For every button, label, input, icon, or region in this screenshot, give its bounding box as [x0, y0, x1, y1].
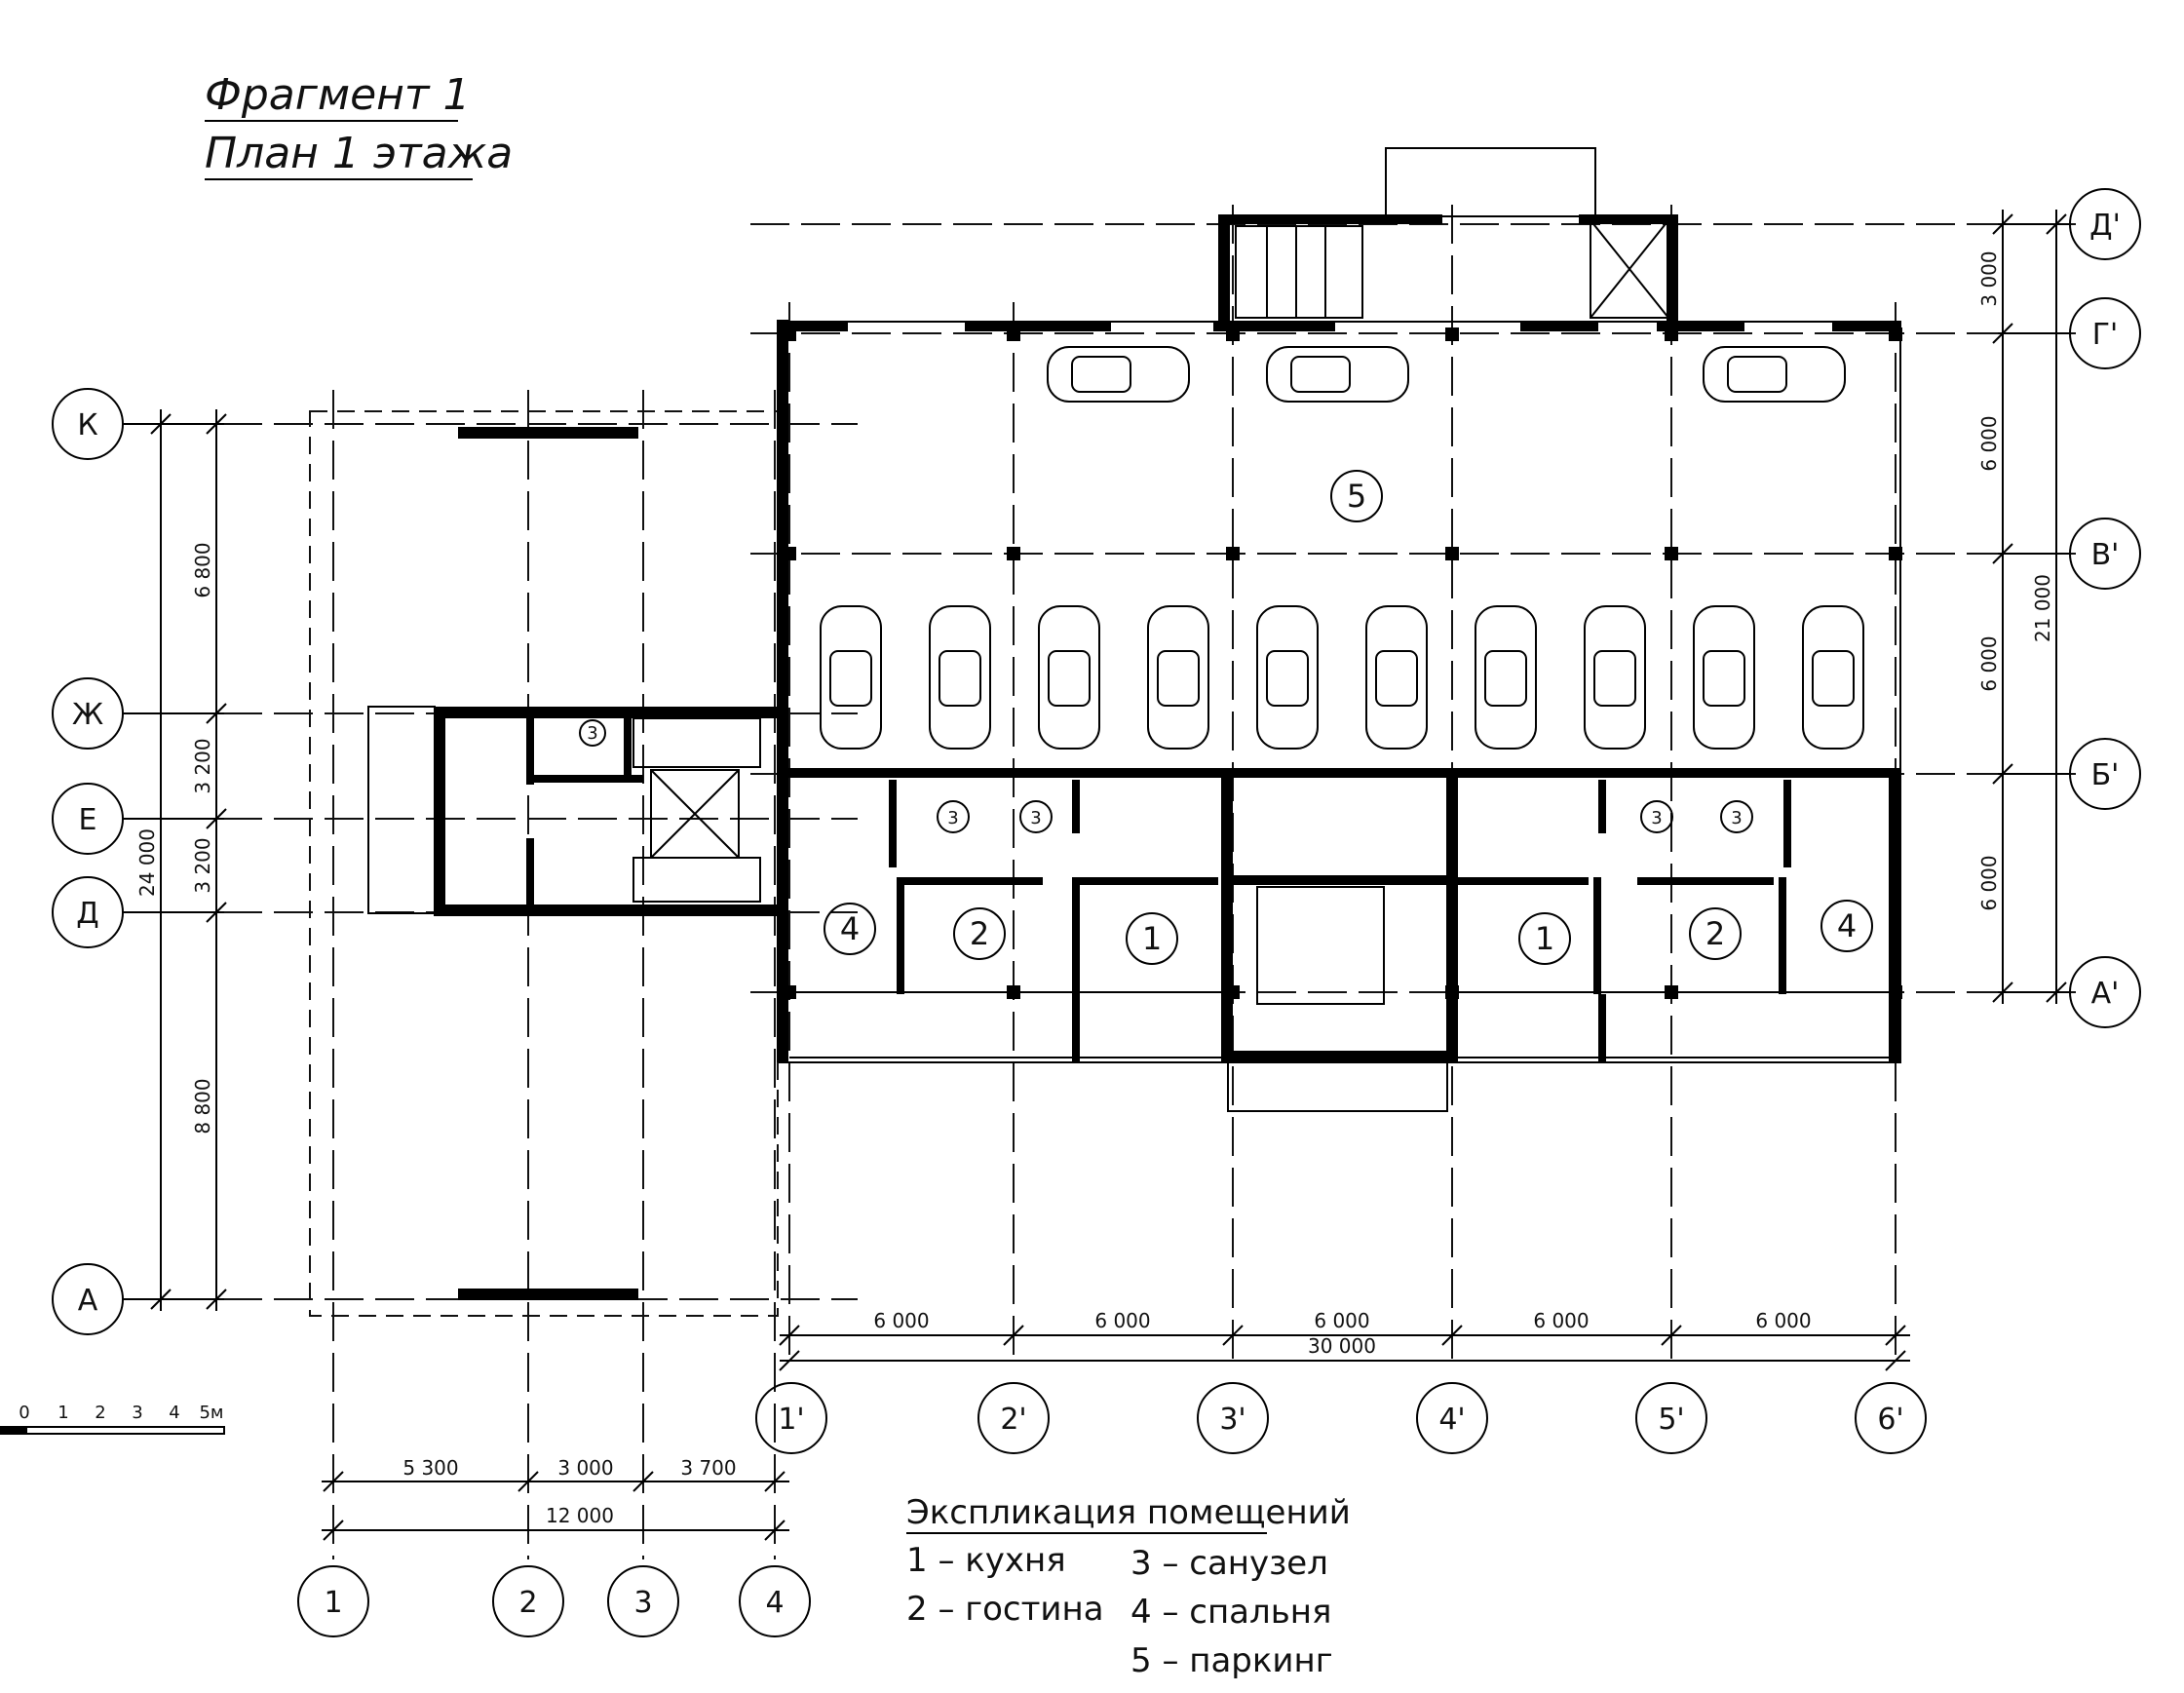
dim-right-4: 6 000 — [1977, 855, 2001, 910]
scale-bar: 0 1 2 3 4 5м — [0, 1403, 225, 1435]
room-legend: Экспликация помещений 1 – кухня 2 – гост… — [906, 1493, 1351, 1680]
room-number-sanitary: 3 — [587, 723, 597, 744]
axis-label-1-prime: 1' — [778, 1403, 804, 1437]
car-icon — [1584, 605, 1646, 750]
axis-label-6-prime: 6' — [1877, 1403, 1903, 1437]
axis-label-G-prime: Г' — [2092, 318, 2119, 352]
left-stair-block — [367, 706, 780, 916]
scale-label-1: 1 — [57, 1403, 68, 1423]
right-building-walls — [777, 147, 1901, 1112]
room-number-right-living: 2 — [1705, 915, 1725, 952]
dim-bottom-span-3: 6 000 — [1314, 1309, 1369, 1332]
dim-bottom-span-4: 6 000 — [1533, 1309, 1589, 1332]
axis-label-1: 1 — [324, 1586, 342, 1620]
room-number-parking: 5 — [1347, 478, 1366, 515]
axis-label-A: А — [78, 1284, 98, 1318]
car-icon — [1047, 346, 1190, 403]
dim-bottom-span-5: 6 000 — [1755, 1309, 1811, 1332]
legend-item-parking: 5 – паркинг — [1130, 1641, 1333, 1680]
room-number-right-bedroom: 4 — [1837, 907, 1857, 944]
right-axis-bubbles: Д' Г' В' Б' А' 3 000 6 000 6 000 6 000 2… — [1977, 188, 2141, 1028]
title-line-1: Фрагмент 1 — [205, 70, 471, 120]
scale-label-2: 2 — [95, 1403, 105, 1423]
car-icon — [1038, 605, 1100, 750]
room-number-sanitary: 3 — [1651, 808, 1662, 828]
scale-label-3: 3 — [132, 1403, 142, 1423]
legend-item-kitchen: 1 – кухня — [906, 1541, 1066, 1580]
dim-right-1: 3 000 — [1977, 250, 2001, 306]
axis-label-V-prime: В' — [2091, 538, 2120, 572]
legend-item-living: 2 – гостина — [906, 1590, 1104, 1629]
car-icon — [1693, 605, 1755, 750]
dim-left-4: 8 800 — [191, 1078, 214, 1134]
dim-left-1: 6 800 — [191, 542, 214, 597]
bottom-left-dimensions: 5 300 3 000 3 700 12 000 1 2 3 4 — [297, 1456, 811, 1637]
axis-label-B-prime: Б' — [2091, 758, 2120, 792]
dim-left-total: 24 000 — [135, 828, 159, 897]
dim-left-span-1: 5 300 — [402, 1456, 458, 1480]
axis-label-K: К — [77, 408, 97, 442]
room-number-right-kitchen: 1 — [1535, 920, 1554, 957]
dim-left-span-3: 3 700 — [680, 1456, 736, 1480]
dim-right-3: 6 000 — [1977, 635, 2001, 691]
dim-left-2: 3 200 — [191, 738, 214, 793]
axis-label-2-prime: 2' — [1000, 1403, 1026, 1437]
dim-bottom-total: 30 000 — [1308, 1334, 1376, 1358]
dim-right-2: 6 000 — [1977, 415, 2001, 471]
axis-label-5-prime: 5' — [1658, 1403, 1684, 1437]
scale-label-5: 5м — [199, 1403, 223, 1423]
room-markers: 5 4 2 1 1 2 4 3 3 3 3 3 — [579, 470, 1873, 965]
room-number-sanitary: 3 — [1731, 808, 1742, 828]
axis-label-4-prime: 4' — [1438, 1403, 1465, 1437]
structural-columns — [783, 327, 1902, 999]
room-number-left-bedroom: 4 — [840, 910, 860, 947]
room-number-left-living: 2 — [970, 915, 989, 952]
axis-label-E: Е — [79, 803, 97, 837]
legend-item-bedroom: 4 – спальня — [1130, 1593, 1331, 1632]
axis-label-Zh: Ж — [72, 698, 103, 732]
scale-label-0: 0 — [19, 1403, 29, 1423]
axis-label-4: 4 — [765, 1586, 784, 1620]
car-icon — [929, 605, 991, 750]
axis-label-D-prime: Д' — [2089, 209, 2121, 243]
room-number-sanitary: 3 — [1030, 808, 1041, 828]
legend-title: Экспликация помещений — [906, 1493, 1351, 1532]
dim-bottom-span-1: 6 000 — [873, 1309, 929, 1332]
title-line-2: План 1 этажа — [205, 129, 513, 178]
axis-label-2: 2 — [518, 1586, 537, 1620]
legend-item-sanitary: 3 – санузел — [1130, 1544, 1328, 1583]
axis-label-3-prime: 3' — [1219, 1403, 1245, 1437]
car-icon — [1256, 605, 1319, 750]
car-icon — [1365, 605, 1428, 750]
car-icon — [1802, 605, 1864, 750]
car-icon — [1266, 346, 1409, 403]
dim-right-total: 21 000 — [2031, 574, 2054, 642]
dim-left-span-2: 3 000 — [557, 1456, 613, 1480]
left-axis-bubbles: К Ж Е Д А 6 800 3 200 3 200 8 800 24 000 — [52, 388, 227, 1335]
axis-label-A-prime: А' — [2091, 977, 2120, 1011]
car-icon — [1475, 605, 1537, 750]
bottom-right-dimensions: 6 000 6 000 6 000 6 000 6 000 30 000 1' … — [755, 1309, 1927, 1454]
dim-bottom-span-2: 6 000 — [1094, 1309, 1150, 1332]
scale-label-4: 4 — [169, 1403, 179, 1423]
room-number-left-kitchen: 1 — [1142, 920, 1162, 957]
left-wing-outline — [122, 390, 858, 1559]
axis-label-D: Д — [76, 897, 98, 931]
car-icon — [1147, 605, 1209, 750]
car-icon — [820, 605, 882, 750]
room-number-sanitary: 3 — [947, 808, 958, 828]
dim-left-3: 3 200 — [191, 837, 214, 893]
dim-left-total-span: 12 000 — [546, 1504, 614, 1527]
parking-cars — [820, 346, 1864, 750]
axis-label-3: 3 — [633, 1586, 652, 1620]
car-icon — [1703, 346, 1846, 403]
right-building-axes — [750, 205, 2076, 1365]
